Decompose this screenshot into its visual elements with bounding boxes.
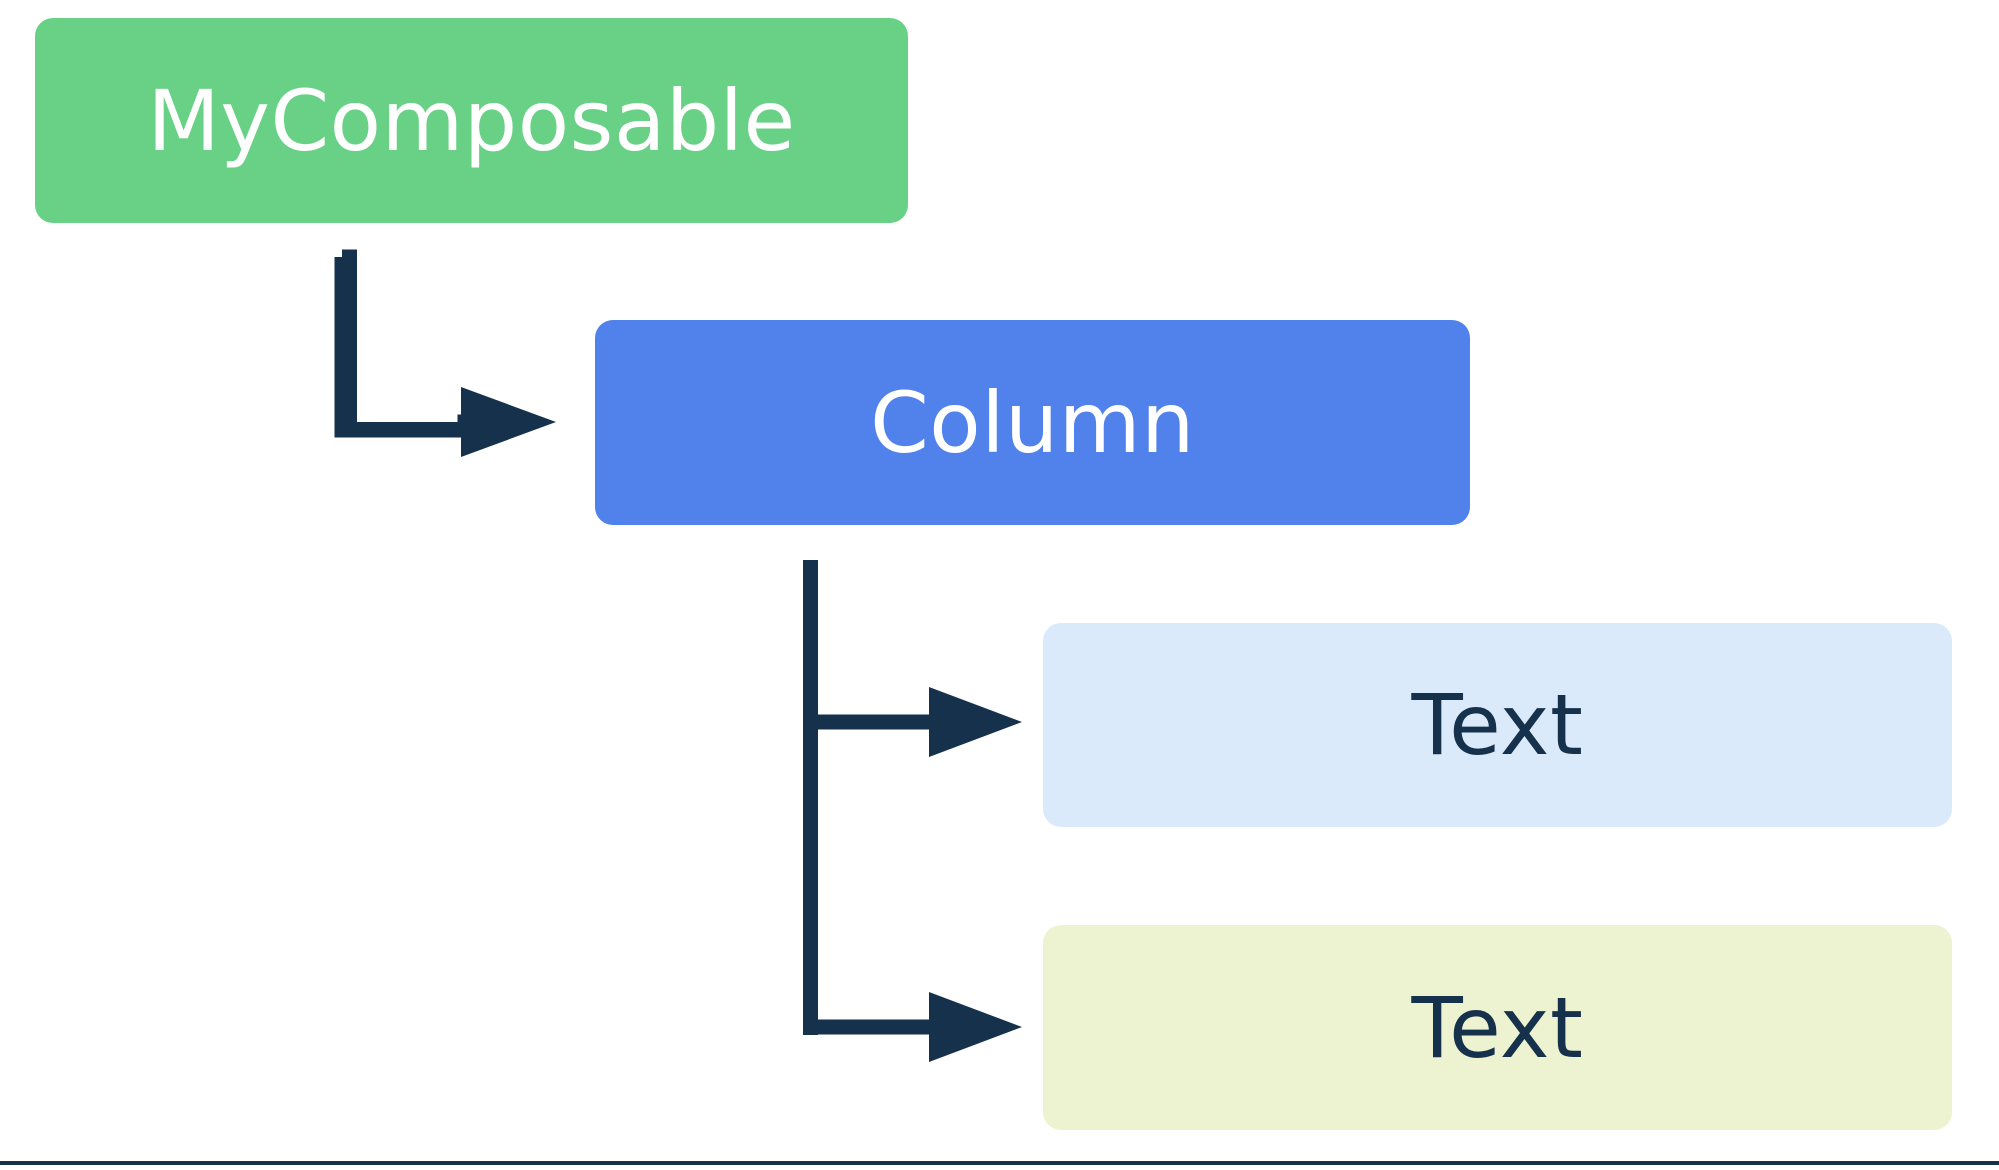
node-text-second[interactable]: Text — [1043, 925, 1952, 1130]
node-text-first-label: Text — [1411, 676, 1584, 774]
footer-divider — [0, 1161, 1999, 1165]
node-column[interactable]: Column — [595, 320, 1470, 525]
edge-root-to-column — [334, 249, 556, 457]
edge-column-to-text-2 — [803, 992, 1022, 1062]
node-text-second-label: Text — [1411, 978, 1584, 1077]
edge-column-to-text-1 — [803, 560, 1022, 1035]
node-column-label: Column — [870, 373, 1195, 472]
node-text-first[interactable]: Text — [1043, 623, 1952, 827]
node-my-composable[interactable]: MyComposable — [35, 18, 908, 223]
node-my-composable-label: MyComposable — [147, 71, 796, 170]
